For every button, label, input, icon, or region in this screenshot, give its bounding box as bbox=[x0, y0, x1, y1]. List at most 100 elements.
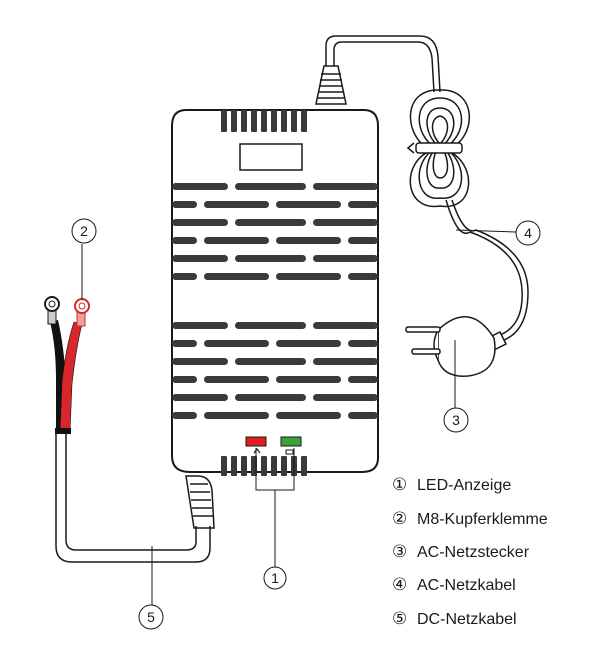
legend-item-dc-cable: ⑤ DC-Netzkabel bbox=[392, 609, 517, 628]
ventilation-grille bbox=[172, 183, 378, 419]
display-window bbox=[239, 143, 303, 171]
callout-5: 5 bbox=[138, 604, 164, 630]
battery-symbol-icon bbox=[285, 449, 294, 455]
vent-slot bbox=[172, 237, 197, 244]
vent-slot bbox=[348, 201, 378, 208]
vent-slot bbox=[313, 358, 378, 365]
legend-item-ac-cable: ④ AC-Netzkabel bbox=[392, 575, 516, 594]
vent-slot bbox=[348, 412, 378, 419]
vent-slot bbox=[172, 358, 228, 365]
vent-slot bbox=[172, 201, 197, 208]
dc-strain-relief bbox=[185, 475, 215, 529]
coiled-ac-cable bbox=[406, 89, 470, 208]
vent-slot bbox=[276, 412, 341, 419]
vent-fin bbox=[261, 456, 267, 476]
red-wire bbox=[59, 321, 83, 433]
vent-fin bbox=[231, 456, 237, 476]
vent-fin bbox=[241, 110, 247, 132]
vent-slot bbox=[235, 183, 306, 190]
vent-slot bbox=[348, 237, 378, 244]
vent-slot bbox=[276, 340, 341, 347]
vent-fin bbox=[251, 110, 257, 132]
ac-strain-relief bbox=[315, 65, 347, 105]
vent-fin bbox=[271, 110, 277, 132]
vent-slot bbox=[313, 394, 378, 401]
callout-4: 4 bbox=[515, 220, 541, 246]
top-vent-fins bbox=[221, 110, 307, 132]
dc-power-cable bbox=[55, 430, 211, 563]
vent-fin bbox=[221, 110, 227, 132]
svg-text:③: ③ bbox=[392, 542, 407, 561]
vent-slot bbox=[204, 273, 269, 280]
svg-text:AC-Netzkabel: AC-Netzkabel bbox=[417, 577, 516, 594]
vent-slot bbox=[204, 340, 269, 347]
legend: ① LED-Anzeige ② M8-Kupferklemme ③ AC-Net… bbox=[392, 475, 548, 628]
vent-fin bbox=[261, 110, 267, 132]
vent-slot bbox=[313, 322, 378, 329]
black-ring-terminal bbox=[44, 296, 60, 325]
vent-slot bbox=[172, 273, 197, 280]
red-ring-terminal bbox=[74, 298, 90, 327]
bottom-vent-fins bbox=[221, 456, 307, 476]
callout-3: 3 bbox=[443, 407, 469, 433]
svg-text:3: 3 bbox=[452, 412, 460, 428]
ac-power-cable bbox=[325, 35, 529, 341]
vent-slot bbox=[276, 237, 341, 244]
vent-slot bbox=[172, 376, 197, 383]
vent-slot bbox=[204, 412, 269, 419]
svg-text:LED-Anzeige: LED-Anzeige bbox=[417, 477, 511, 494]
led-green-indicator bbox=[280, 436, 302, 447]
vent-slot bbox=[172, 219, 228, 226]
vent-slot bbox=[172, 340, 197, 347]
charging-symbol-icon bbox=[253, 448, 261, 454]
vent-slot bbox=[172, 412, 197, 419]
vent-fin bbox=[231, 110, 237, 132]
callout-1: 1 bbox=[263, 566, 287, 590]
vent-slot bbox=[276, 201, 341, 208]
dc-wires bbox=[50, 320, 83, 434]
svg-text:DC-Netzkabel: DC-Netzkabel bbox=[417, 611, 517, 628]
svg-text:2: 2 bbox=[80, 223, 88, 239]
vent-fin bbox=[281, 456, 287, 476]
svg-text:M8-Kupferklemme: M8-Kupferklemme bbox=[417, 511, 548, 528]
vent-slot bbox=[204, 376, 269, 383]
svg-text:④: ④ bbox=[392, 575, 407, 594]
legend-item-ac-plug: ③ AC-Netzstecker bbox=[392, 542, 530, 561]
callout-2: 2 bbox=[71, 218, 97, 244]
vent-slot bbox=[204, 237, 269, 244]
vent-fin bbox=[291, 110, 297, 132]
led-red-indicator bbox=[245, 436, 267, 447]
svg-text:5: 5 bbox=[147, 609, 155, 625]
vent-fin bbox=[301, 456, 307, 476]
vent-slot bbox=[348, 273, 378, 280]
vent-slot bbox=[276, 273, 341, 280]
vent-slot bbox=[235, 219, 306, 226]
legend-item-led: ① LED-Anzeige bbox=[392, 475, 511, 494]
vent-slot bbox=[172, 255, 228, 262]
vent-slot bbox=[204, 201, 269, 208]
vent-fin bbox=[221, 456, 227, 476]
svg-text:1: 1 bbox=[271, 570, 279, 586]
vent-slot bbox=[313, 219, 378, 226]
vent-slot bbox=[235, 322, 306, 329]
svg-text:②: ② bbox=[392, 509, 407, 528]
m8-ring-terminals bbox=[44, 296, 90, 327]
vent-slot bbox=[235, 358, 306, 365]
vent-fin bbox=[241, 456, 247, 476]
svg-text:①: ① bbox=[392, 475, 407, 494]
ac-plug bbox=[405, 316, 508, 377]
vent-slot bbox=[235, 394, 306, 401]
charger-housing bbox=[171, 109, 379, 476]
legend-item-terminal: ② M8-Kupferklemme bbox=[392, 509, 548, 528]
vent-slot bbox=[235, 255, 306, 262]
vent-slot bbox=[348, 340, 378, 347]
vent-slot bbox=[276, 376, 341, 383]
vent-slot bbox=[313, 183, 378, 190]
svg-text:4: 4 bbox=[524, 225, 532, 241]
leader-lines bbox=[81, 229, 517, 606]
svg-text:⑤: ⑤ bbox=[392, 609, 407, 628]
vent-fin bbox=[301, 110, 307, 132]
vent-slot bbox=[172, 394, 228, 401]
vent-slot bbox=[313, 255, 378, 262]
